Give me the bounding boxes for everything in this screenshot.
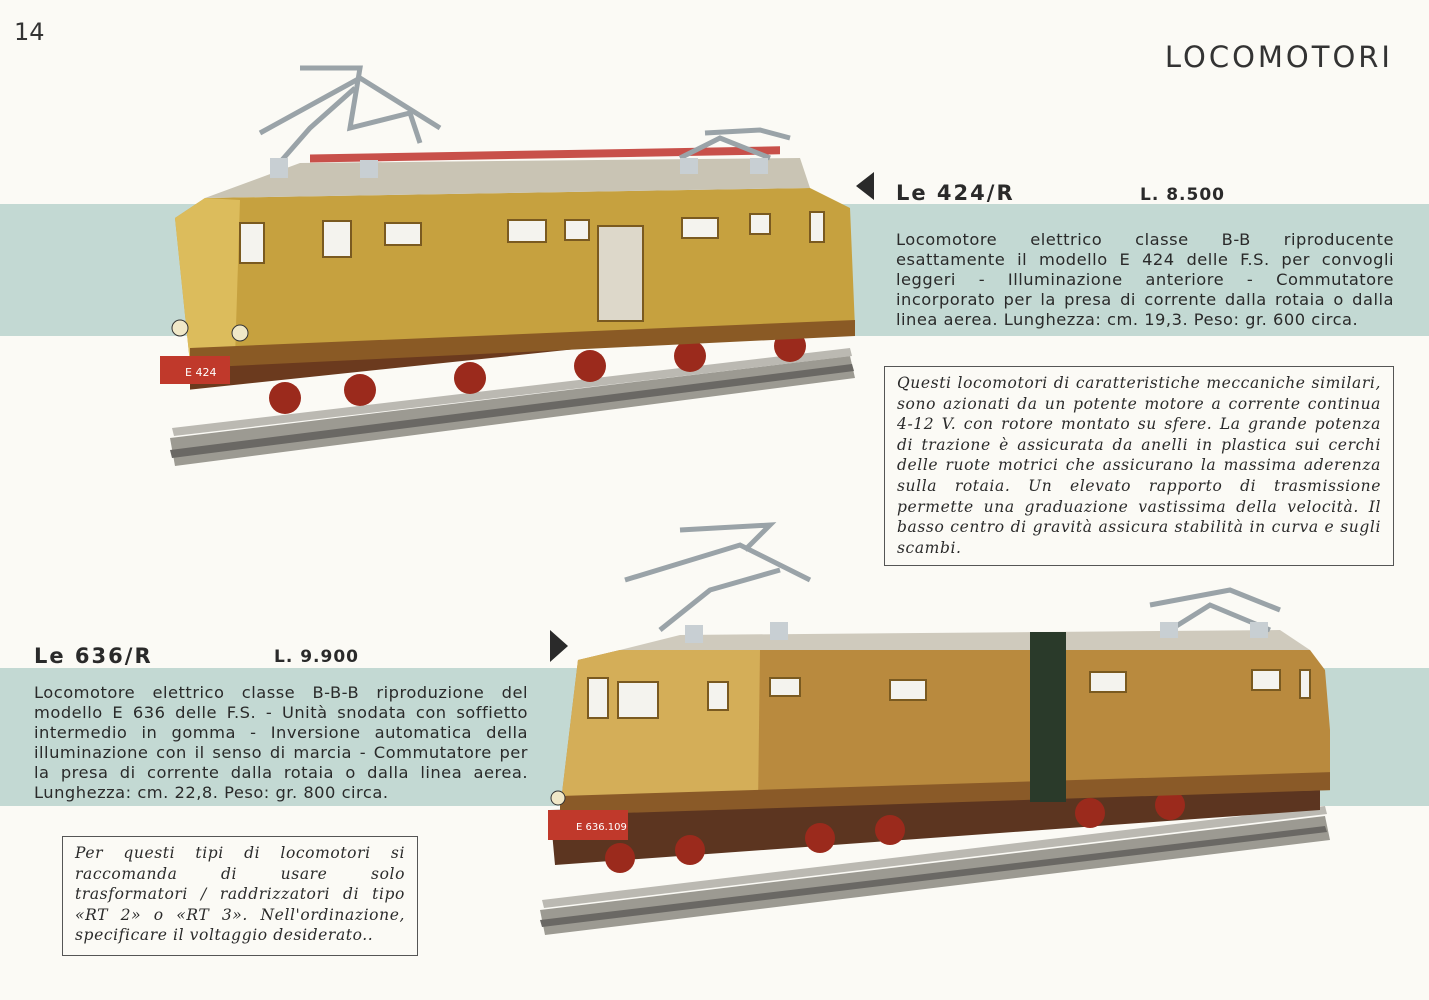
locomotive-e636-illustration: E 636.109 [540,522,1330,935]
pointer-arrow-right-icon [550,630,568,662]
note-mechanics: Questi locomotori di caratteristiche mec… [884,366,1394,566]
note-transformers: Per questi tipi di locomotori si raccoma… [62,836,418,956]
price-le424: L. 8.500 [1140,185,1225,205]
description-le636: Locomotore elettrico classe B-B-B riprod… [34,683,528,802]
pointer-arrow-left-icon [856,172,874,200]
loco-plate-e636: E 636.109 [576,822,627,833]
model-title-le424: Le 424/R [896,181,1015,205]
price-le636: L. 9.900 [274,647,359,667]
locomotive-e424-illustration: E 424 [160,65,855,466]
description-le424: Locomotore elettrico classe B-B riproduc… [896,230,1394,329]
model-title-le636: Le 636/R [34,644,153,668]
page-number: 14 [14,18,45,46]
loco-plate-e424: E 424 [185,366,216,379]
section-title: LOCOMOTORI [1164,40,1393,74]
